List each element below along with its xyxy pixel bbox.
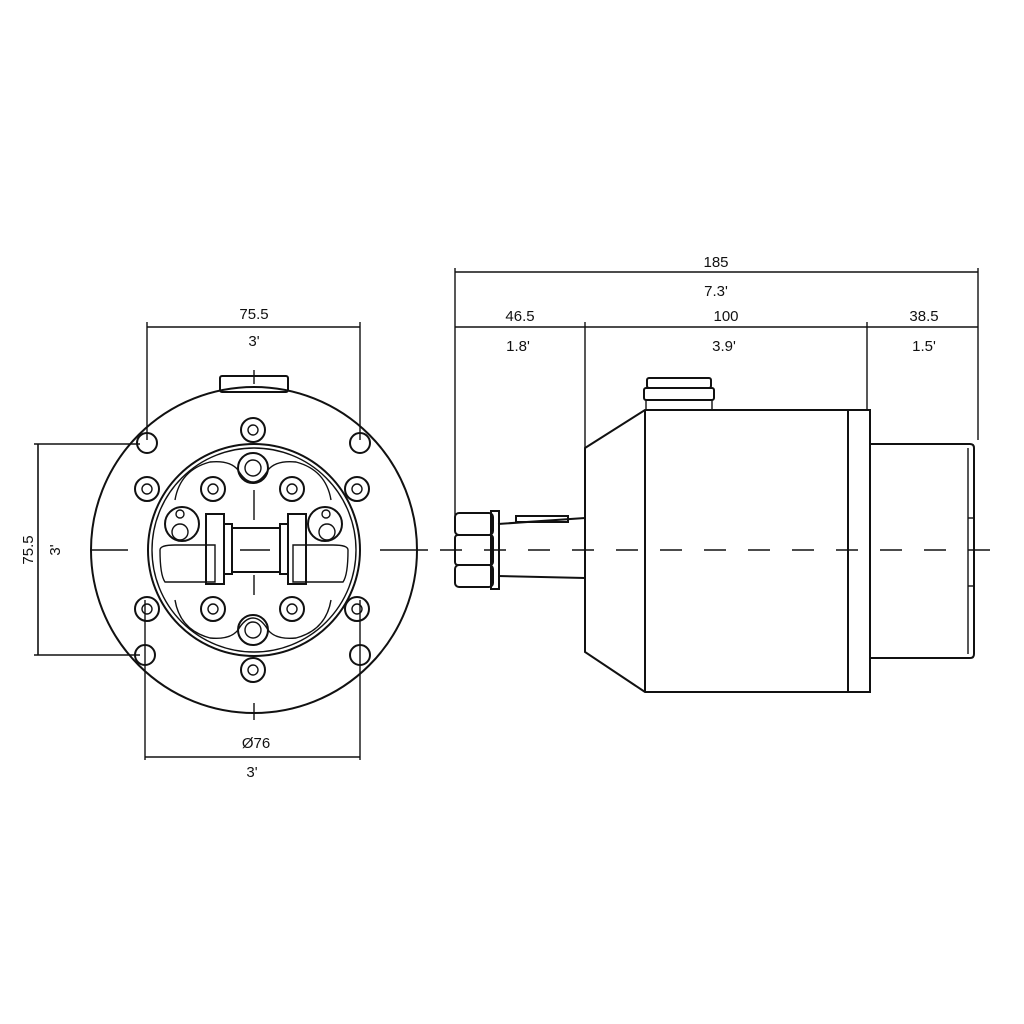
segment-1-mm: 46.5	[505, 308, 534, 325]
front-view: 75.5 3' 75.5 3' Ø76 3'	[20, 306, 428, 781]
overall-length-mm: 185	[703, 254, 728, 271]
front-diameter-inch: 3'	[246, 764, 257, 781]
front-diameter-mm: Ø76	[242, 735, 270, 752]
bolt-holes	[134, 417, 370, 683]
front-height-mm: 75.5	[20, 535, 37, 564]
overall-length-inch: 7.3'	[704, 283, 728, 300]
segment-3-mm: 38.5	[909, 308, 938, 325]
side-view: 185 7.3' 46.5 1.8' 100 3.9' 38.5 1.5'	[440, 254, 1004, 693]
front-width-mm: 75.5	[239, 306, 268, 323]
segment-2-inch: 3.9'	[712, 338, 736, 355]
segment-1-inch: 1.8'	[506, 338, 530, 355]
front-height-inch: 3'	[47, 544, 64, 555]
front-width-inch: 3'	[248, 333, 259, 350]
segment-3-inch: 1.5'	[912, 338, 936, 355]
segment-2-mm: 100	[713, 308, 738, 325]
